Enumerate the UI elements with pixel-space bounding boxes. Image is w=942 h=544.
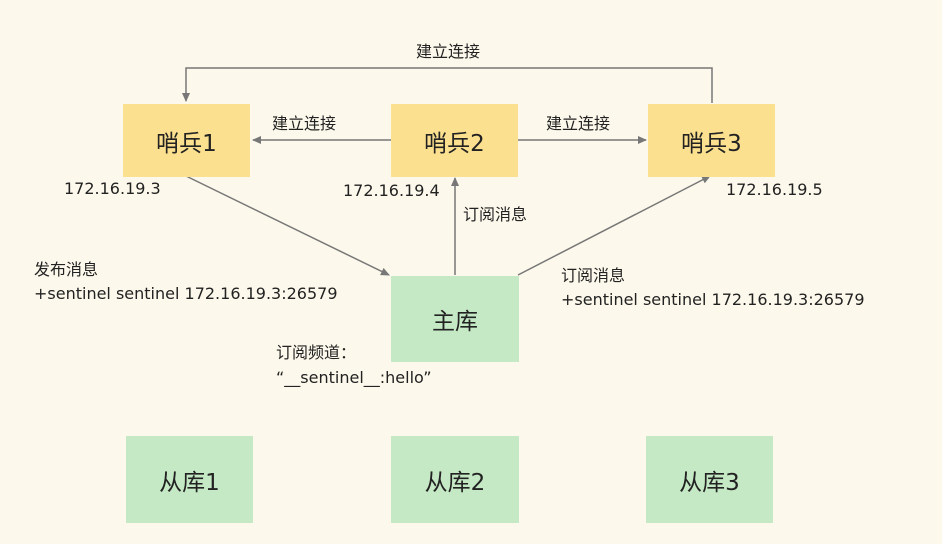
subscribe-right-message: +sentinel sentinel 172.16.19.3:26579 [561, 290, 865, 309]
publish-message: +sentinel sentinel 172.16.19.3:26579 [34, 284, 338, 303]
channel-name: “__sentinel__:hello” [276, 368, 432, 387]
replica-2-label: 从库2 [424, 469, 486, 496]
sentinel-1-ip: 172.16.19.3 [64, 179, 161, 198]
master-label: 主库 [432, 309, 478, 335]
replica-1-label: 从库1 [159, 469, 220, 496]
replica-1-box: 从库1 [126, 436, 253, 523]
sentinel-1-box: 哨兵1 [123, 104, 250, 177]
sentinel-2-box: 哨兵2 [391, 104, 518, 177]
edge-subscribe-right [517, 175, 711, 276]
replica-2-box: 从库2 [391, 436, 519, 523]
sentinel-1-label: 哨兵1 [156, 130, 217, 157]
subscribe-right-title: 订阅消息 [561, 266, 626, 285]
edge-publish [185, 175, 390, 276]
master-box: 主库 [391, 276, 519, 362]
sentinel-2-ip: 172.16.19.4 [343, 181, 440, 200]
publish-title: 发布消息 [34, 260, 99, 279]
sentinel-2-label: 哨兵2 [424, 130, 485, 157]
sentinel-3-ip: 172.16.19.5 [726, 180, 823, 199]
replica-3-box: 从库3 [646, 436, 773, 523]
replica-3-label: 从库3 [679, 469, 740, 496]
top-connect-label: 建立连接 [416, 42, 481, 61]
subscribe-center-label: 订阅消息 [463, 205, 528, 224]
left-connect-label: 建立连接 [272, 114, 337, 133]
sentinel-3-box: 哨兵3 [648, 104, 775, 177]
sentinel-3-label: 哨兵3 [681, 130, 742, 157]
edge-top-connect [182, 67, 713, 103]
right-connect-label: 建立连接 [546, 114, 611, 133]
channel-title: 订阅频道： [276, 343, 357, 362]
